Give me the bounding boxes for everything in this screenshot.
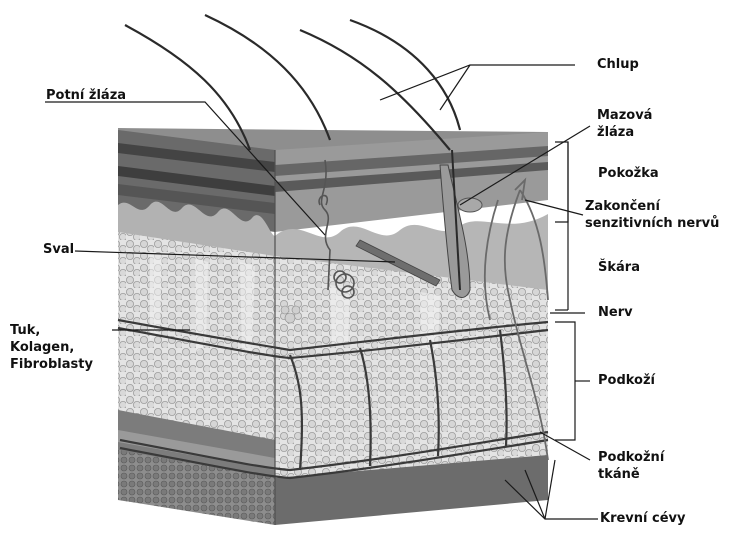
label-zakonceni-line2: senzitivních nervů [585, 215, 719, 232]
label-podkozni-tkane: Podkožní tkáně [598, 449, 664, 483]
label-chlup: Chlup [597, 56, 639, 73]
label-zakonceni-line1: Zakončení [585, 198, 719, 215]
label-podkozni-line1: Podkožní [598, 449, 664, 466]
label-tuk-line1: Tuk, [10, 322, 93, 339]
label-podkozni-line2: tkáně [598, 466, 664, 483]
label-potni-zlaza: Potní žláza [46, 87, 126, 104]
label-krevni-cevy: Krevní cévy [600, 510, 685, 527]
label-krevni-cevy-text: Krevní cévy [600, 510, 685, 527]
label-pokozka-text: Pokožka [598, 165, 659, 182]
label-skara: Škára [598, 259, 640, 276]
label-tuk-line2: Kolagen, [10, 339, 93, 356]
label-zakonceni: Zakončení senzitivních nervů [585, 198, 719, 232]
label-chlup-text: Chlup [597, 56, 639, 73]
label-mazova-zlaza: Mazová žláza [597, 107, 652, 141]
label-pokozka: Pokožka [598, 165, 659, 182]
label-skara-text: Škára [598, 259, 640, 276]
label-sval: Sval [43, 241, 74, 258]
label-mazova-line1: Mazová [597, 107, 652, 124]
label-tuk-line3: Fibroblasty [10, 356, 93, 373]
label-podkozi: Podkoží [598, 372, 655, 389]
label-nerv: Nerv [598, 304, 633, 321]
label-podkozi-text: Podkoží [598, 372, 655, 389]
label-tuk: Tuk, Kolagen, Fibroblasty [10, 322, 93, 373]
label-potni-zlaza-text: Potní žláza [46, 87, 126, 104]
label-nerv-text: Nerv [598, 304, 633, 321]
label-mazova-line2: žláza [597, 124, 652, 141]
sebaceous-gland [458, 198, 482, 212]
label-sval-text: Sval [43, 241, 74, 258]
layer-brackets [555, 142, 575, 440]
